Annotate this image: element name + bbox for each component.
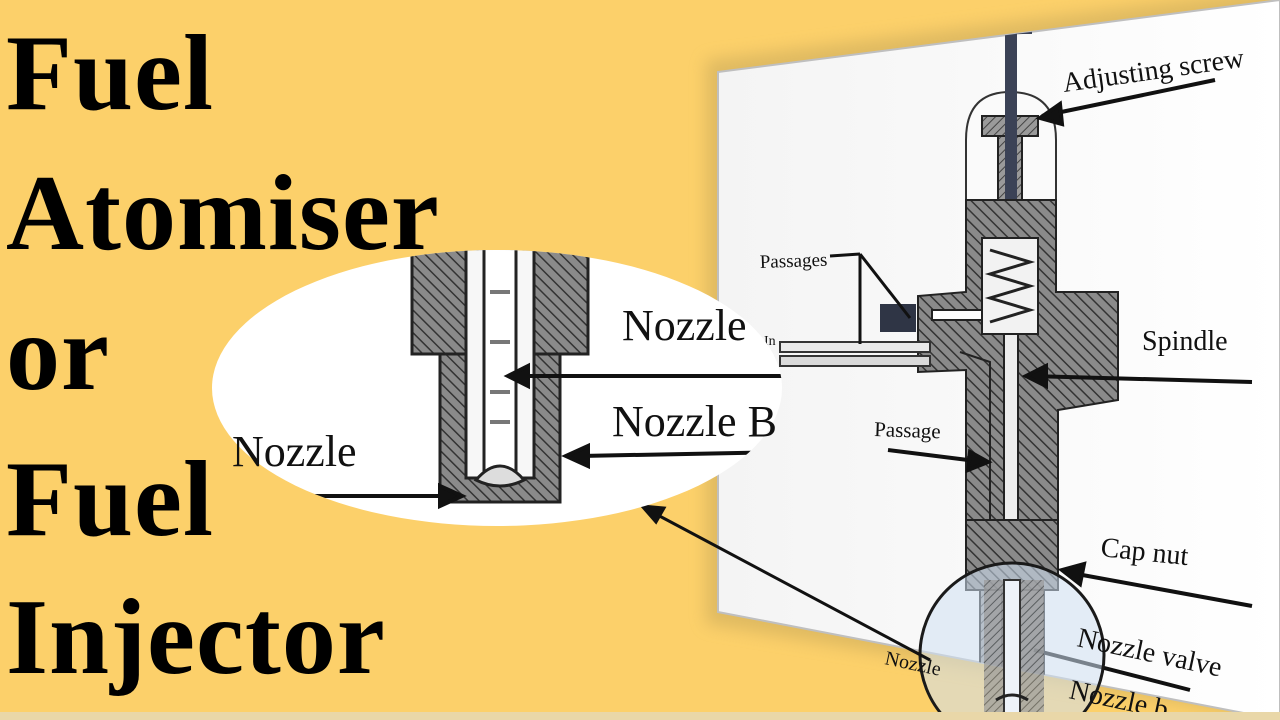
magnifier-circle bbox=[918, 561, 1106, 720]
label-passage: Passage bbox=[874, 417, 941, 443]
zoom-label-nozzle-valve: Nozzle bbox=[622, 301, 747, 350]
bottom-strip bbox=[0, 712, 1280, 720]
zoom-oval bbox=[212, 250, 782, 526]
zoom-label-nozzle-body: Nozzle B bbox=[612, 397, 777, 446]
label-spindle: Spindle bbox=[1142, 326, 1228, 357]
label-inlet: In bbox=[764, 334, 776, 349]
label-passages: Passages bbox=[759, 250, 827, 273]
title-line-atomiser: Atomiser bbox=[6, 154, 440, 273]
zoom-label-nozzle-left: Nozzle bbox=[232, 427, 357, 476]
title-line-fuel-2: Fuel bbox=[6, 440, 214, 559]
title-line-fuel: Fuel bbox=[6, 14, 214, 133]
zoom-connector-arrow bbox=[638, 504, 931, 662]
title-line-injector: Injector bbox=[6, 578, 386, 697]
title-line-or: or bbox=[6, 294, 110, 413]
